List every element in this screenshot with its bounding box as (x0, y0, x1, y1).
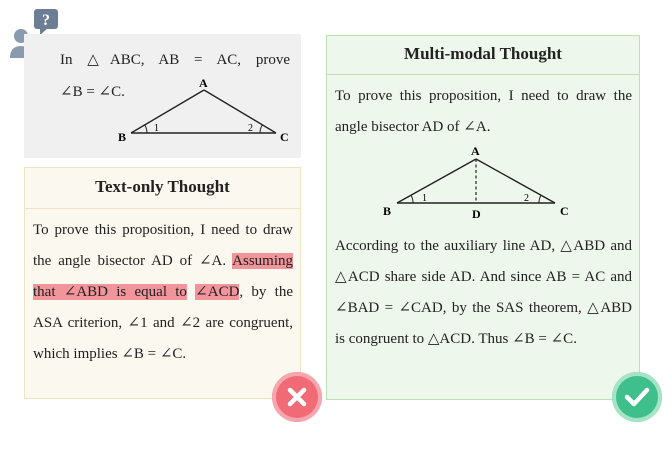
vertex-B: B (383, 204, 391, 218)
triangle-figure: A B C 1 2 (118, 78, 289, 144)
angle-label-2: 2 (524, 193, 529, 204)
multi-modal-conclusion: According to the auxiliary line AD, △ABD… (335, 238, 632, 347)
text-only-card: Text-only Thought To prove this proposit… (24, 167, 301, 399)
multi-modal-intro: To prove this proposition, I need to dra… (335, 88, 632, 135)
angle-label-2: 2 (248, 123, 253, 134)
question-line-1: In △ABC, AB = AC, prove (60, 52, 290, 68)
angle-arc-1 (144, 124, 148, 134)
question-panel: In △ABC, AB = AC, prove ∠B = ∠C. A B C 1… (24, 34, 301, 158)
cross-icon (272, 372, 322, 422)
text-only-body: To prove this proposition, I need to dra… (25, 215, 300, 370)
text-only-segment-1: To prove this proposition, I need to dra… (33, 222, 293, 269)
angle-label-1: 1 (154, 123, 159, 134)
vertex-B: B (118, 130, 126, 144)
highlighted-error-2: ∠ACD (195, 284, 240, 300)
angle-arc-2 (259, 124, 263, 134)
side-AC (203, 89, 277, 134)
vertex-A: A (199, 78, 208, 90)
text-only-title: Text-only Thought (25, 168, 300, 209)
angle-label-1: 1 (422, 193, 427, 204)
angle-arc-2 (538, 194, 542, 204)
angle-arc-1 (410, 194, 414, 204)
multi-modal-title: Multi-modal Thought (327, 36, 639, 75)
multi-modal-card: Multi-modal Thought To prove this propos… (326, 35, 640, 400)
text-only-segment-2: , by the ASA criterion, ∠1 and ∠2 are co… (33, 284, 294, 362)
svg-text:?: ? (42, 12, 50, 29)
check-icon (612, 372, 662, 422)
vertex-D: D (472, 207, 481, 221)
side-AB (130, 89, 205, 134)
side-AB (396, 158, 477, 204)
vertex-A: A (471, 145, 480, 158)
question-text: In △ABC, AB = AC, prove ∠B = ∠C. (60, 44, 290, 108)
side-AC (475, 158, 556, 204)
vertex-C: C (560, 204, 569, 218)
vertex-C: C (280, 130, 289, 144)
triangle-figure-bisector: A B C D 1 2 (383, 145, 569, 221)
question-line-2: ∠B = ∠C. (60, 84, 125, 100)
